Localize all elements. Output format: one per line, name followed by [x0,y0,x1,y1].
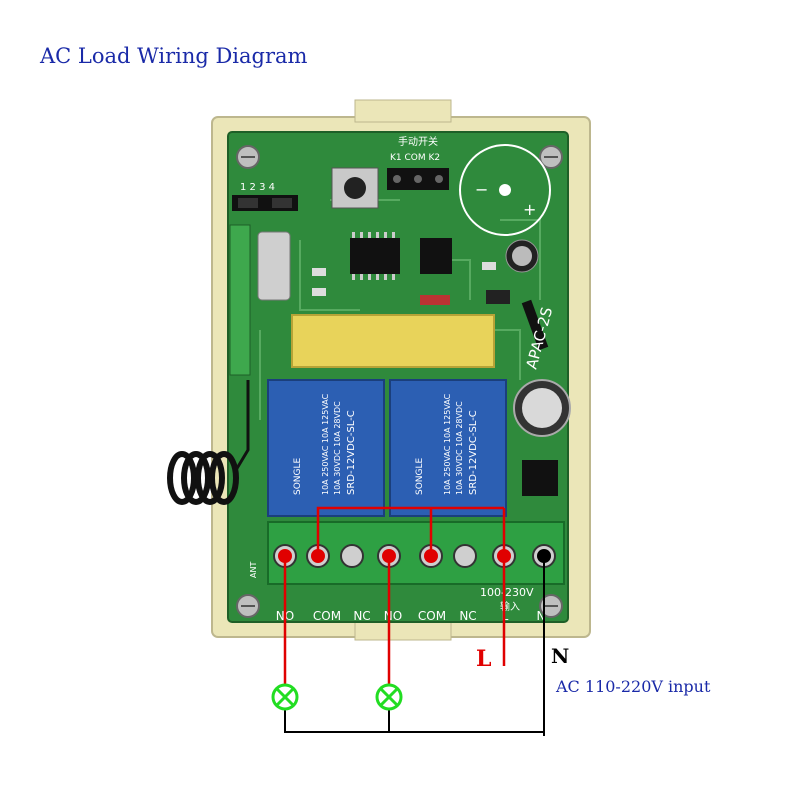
relay-model: SRD-12VDC-SL-C [468,410,479,495]
terminal-label: N [537,609,546,623]
relay-rating: 10A 250VAC 10A 125VAC [321,393,330,495]
ant-label: ANT [249,562,258,578]
lamp-icon [271,683,299,711]
screw-hole-icon [236,594,260,618]
enclosure-tab [354,99,452,123]
terminal-label: NC [353,609,370,623]
wire-dots [278,549,511,563]
ic-chip [420,238,452,274]
yellow-capacitor [291,314,495,368]
relay-rating: 10A 250VAC 10A 125VAC [443,393,452,495]
diagram-title: AC Load Wiring Diagram [40,44,308,68]
label-N: N [551,644,569,668]
relay-brand: SONGLE [415,457,425,495]
wire-live [283,506,506,688]
relay-2: SONGLE 10A 250VAC 10A 125VAC 10A 30VDC 1… [389,379,507,517]
svg-text:+: + [523,200,536,219]
silk-keys: K1 COM K2 [390,153,440,163]
input-label: AC 110-220V input [555,677,711,696]
svg-text:−: − [475,180,488,199]
rf-module [229,224,251,376]
screw-hole-icon [539,145,563,169]
screw-hole-icon [539,594,563,618]
silk-chinese: 手动开关 [398,135,438,148]
relay-brand: SONGLE [293,457,303,495]
capacitor-large [513,379,571,437]
capacitor-small [505,239,539,273]
relay-model: SRD-12VDC-SL-C [346,410,357,495]
terminal-screws [273,544,556,568]
diode [521,299,549,351]
antenna-coil-icon [167,380,250,505]
terminal-label: NO [384,609,402,623]
relay-rating: 10A 30VDC 10A 28VDC [455,401,464,495]
screw-hole-icon [236,145,260,169]
buzzer: − + [459,144,551,236]
jumper-numbers: 1 2 3 4 [240,182,275,193]
terminal-label: COM [418,609,446,623]
lamp-icon [375,683,403,711]
relay-rating: 10A 30VDC 10A 28VDC [333,401,342,495]
voltage-range: 100-230V [480,586,534,599]
label-L: L [476,646,491,672]
relay-1: SONGLE 10A 250VAC 10A 125VAC 10A 30VDC 1… [267,379,385,517]
terminal-label: COM [313,609,341,623]
ic-chip [350,238,400,274]
manual-switch [331,167,379,209]
terminal-label: NC [459,609,476,623]
rectifier [522,460,558,496]
rf-crystal [257,231,291,301]
